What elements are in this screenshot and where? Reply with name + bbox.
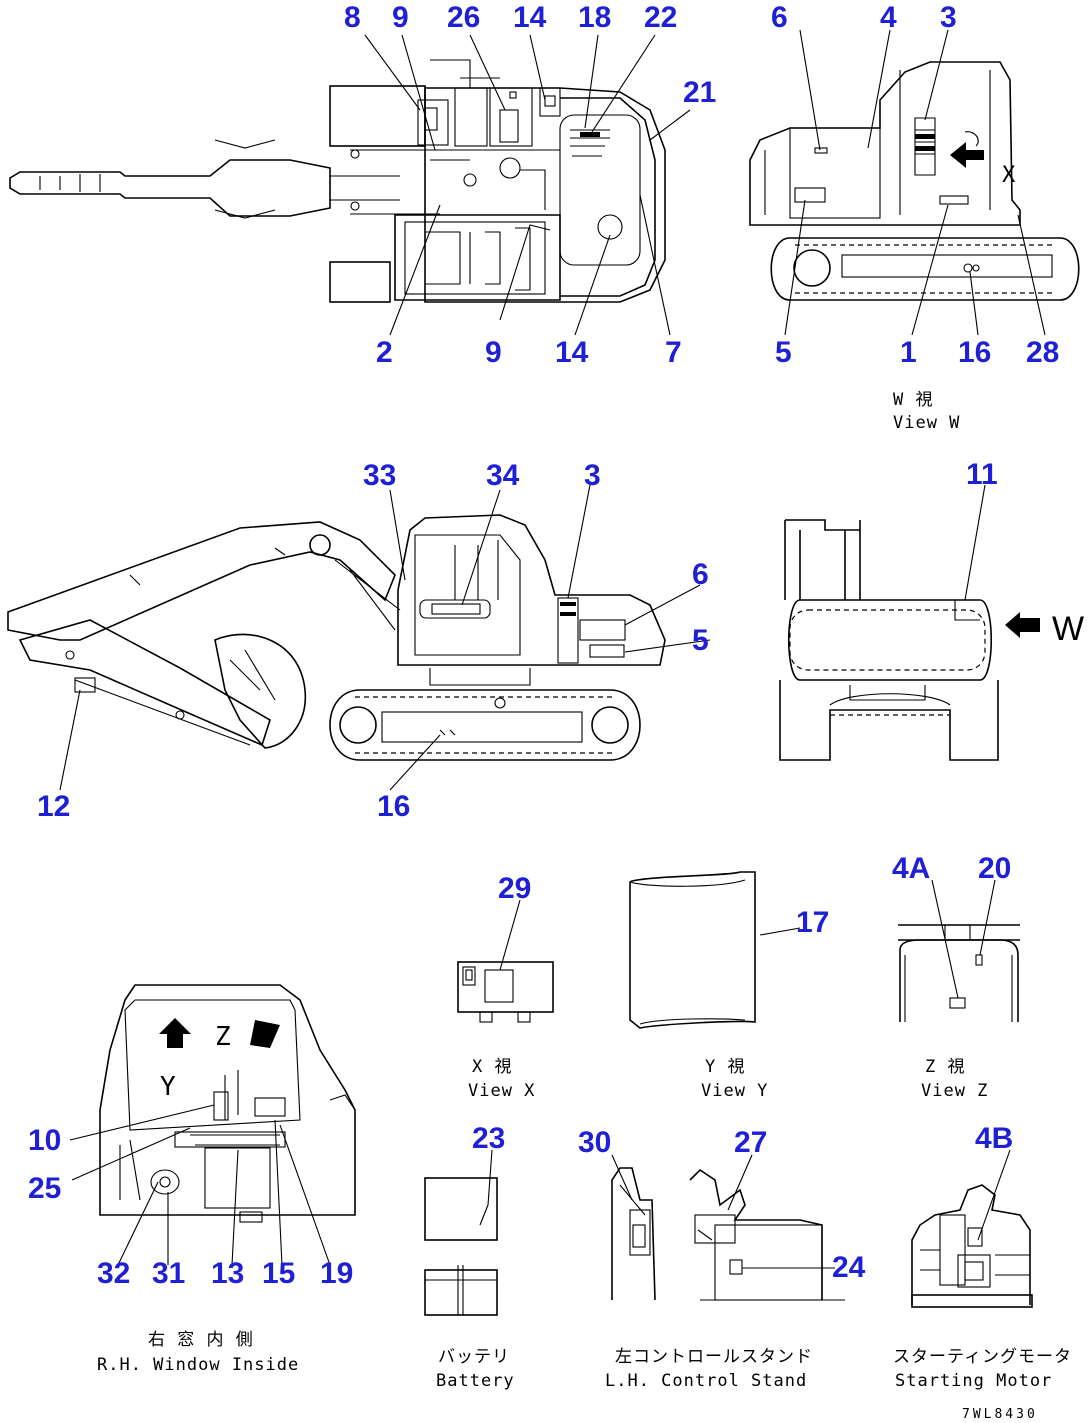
callout-8: 8 bbox=[344, 1, 361, 34]
callout-6-view-w: 6 bbox=[771, 1, 788, 34]
window-caption-en: R.H. Window Inside bbox=[97, 1355, 299, 1375]
starting-motor-drawing bbox=[911, 1149, 1033, 1308]
view-z-caption-en: View Z bbox=[921, 1081, 988, 1101]
callout-4: 4 bbox=[880, 1, 897, 34]
view-w-callouts: 6 4 3 5 1 16 28 bbox=[771, 1, 1059, 369]
starting-motor-caption-en: Starting Motor bbox=[895, 1371, 1052, 1391]
view-w-letter-x: X bbox=[1002, 163, 1016, 188]
cab-letter-z: Z bbox=[215, 1022, 232, 1052]
callout-23: 23 bbox=[472, 1122, 505, 1155]
callout-12: 12 bbox=[37, 790, 70, 823]
cab-letter-y: Y bbox=[160, 1072, 177, 1102]
view-w-drawing: X bbox=[749, 29, 1080, 336]
view-z-drawing bbox=[898, 879, 1020, 1022]
callout-28: 28 bbox=[1026, 336, 1059, 369]
callout-14-bottom: 14 bbox=[555, 336, 589, 369]
starting-motor-caption-jp: スターティングモータ bbox=[893, 1347, 1072, 1367]
w-arrow-label: W bbox=[1052, 610, 1084, 648]
rear-view-drawing: W bbox=[779, 484, 1084, 761]
view-x-caption-en: View X bbox=[468, 1081, 535, 1101]
callout-11: 11 bbox=[966, 458, 998, 491]
callout-10: 10 bbox=[28, 1124, 61, 1157]
view-x-drawing bbox=[457, 899, 554, 1023]
window-caption-jp: 右 窓 内 側 bbox=[148, 1330, 254, 1350]
callout-24: 24 bbox=[832, 1251, 866, 1284]
top-view-callouts: 8 9 26 14 18 22 21 2 9 14 7 bbox=[344, 1, 716, 369]
callout-22: 22 bbox=[644, 1, 677, 34]
callout-5-view-w: 5 bbox=[775, 336, 792, 369]
view-y-drawing bbox=[629, 871, 801, 1029]
window-drawing: Y Z bbox=[69, 984, 356, 1266]
view-y-labels: 17 Y 視 View Y bbox=[701, 906, 829, 1101]
callout-18: 18 bbox=[578, 1, 611, 34]
callout-14-top: 14 bbox=[513, 1, 547, 34]
callout-1: 1 bbox=[900, 336, 917, 369]
callout-20: 20 bbox=[978, 852, 1011, 885]
callout-3-side: 3 bbox=[584, 459, 601, 492]
battery-drawing bbox=[424, 1149, 498, 1316]
callout-16-view-w: 16 bbox=[958, 336, 991, 369]
side-view-callouts: 33 34 3 6 5 12 16 bbox=[37, 459, 709, 823]
callout-29: 29 bbox=[498, 872, 531, 905]
rear-view-callouts: 11 bbox=[966, 458, 998, 491]
battery-caption-en: Battery bbox=[436, 1371, 515, 1391]
callout-6-side: 6 bbox=[692, 558, 709, 591]
battery-caption-jp: バッテリ bbox=[438, 1347, 510, 1367]
callout-4b: 4B bbox=[975, 1122, 1013, 1155]
callout-27: 27 bbox=[734, 1126, 767, 1159]
control-stand-drawing bbox=[611, 1154, 845, 1301]
callout-2: 2 bbox=[376, 336, 393, 369]
callout-19: 19 bbox=[320, 1257, 353, 1290]
callout-4a: 4A bbox=[892, 852, 930, 885]
callout-9-bottom: 9 bbox=[485, 336, 502, 369]
callout-34: 34 bbox=[486, 459, 520, 492]
callout-3-view-w: 3 bbox=[940, 1, 957, 34]
view-z-labels: 4A 20 Z 視 View Z bbox=[892, 852, 1011, 1101]
drawing-code: 7WL8430 bbox=[962, 1407, 1038, 1422]
callout-25: 25 bbox=[28, 1172, 61, 1205]
window-labels: 10 25 32 31 13 15 19 右 窓 内 側 R.H. Window… bbox=[28, 1124, 353, 1375]
callout-7: 7 bbox=[665, 336, 682, 369]
view-w-caption: W 視 View W bbox=[893, 390, 960, 433]
callout-26: 26 bbox=[447, 1, 480, 34]
control-stand-caption-jp: 左コントロールスタンド bbox=[615, 1347, 813, 1367]
view-y-caption-jp: Y 視 bbox=[705, 1057, 745, 1077]
view-w-caption-jp: W 視 bbox=[893, 390, 933, 410]
view-x-labels: 29 X 視 View X bbox=[468, 872, 535, 1101]
callout-9-top: 9 bbox=[392, 1, 409, 34]
view-y-caption-en: View Y bbox=[701, 1081, 768, 1101]
starting-motor-labels: 4B スターティングモータ Starting Motor bbox=[893, 1122, 1072, 1391]
callout-5-side: 5 bbox=[692, 624, 709, 657]
top-view-drawing bbox=[9, 34, 691, 336]
side-view-drawing bbox=[7, 484, 711, 791]
callout-31: 31 bbox=[152, 1257, 185, 1290]
callout-15: 15 bbox=[262, 1257, 295, 1290]
control-stand-labels: 30 27 24 左コントロールスタンド L.H. Control Stand bbox=[578, 1126, 866, 1391]
control-stand-caption-en: L.H. Control Stand bbox=[605, 1371, 807, 1391]
callout-32: 32 bbox=[97, 1257, 130, 1290]
callout-13: 13 bbox=[211, 1257, 244, 1290]
view-w-caption-en: View W bbox=[893, 413, 960, 433]
callout-33: 33 bbox=[363, 459, 396, 492]
battery-labels: 23 バッテリ Battery bbox=[436, 1122, 515, 1391]
view-x-caption-jp: X 視 bbox=[472, 1057, 512, 1077]
callout-30: 30 bbox=[578, 1126, 611, 1159]
callout-21: 21 bbox=[683, 76, 716, 109]
view-z-caption-jp: Z 視 bbox=[925, 1057, 965, 1077]
callout-17: 17 bbox=[796, 906, 829, 939]
callout-16-side: 16 bbox=[377, 790, 410, 823]
